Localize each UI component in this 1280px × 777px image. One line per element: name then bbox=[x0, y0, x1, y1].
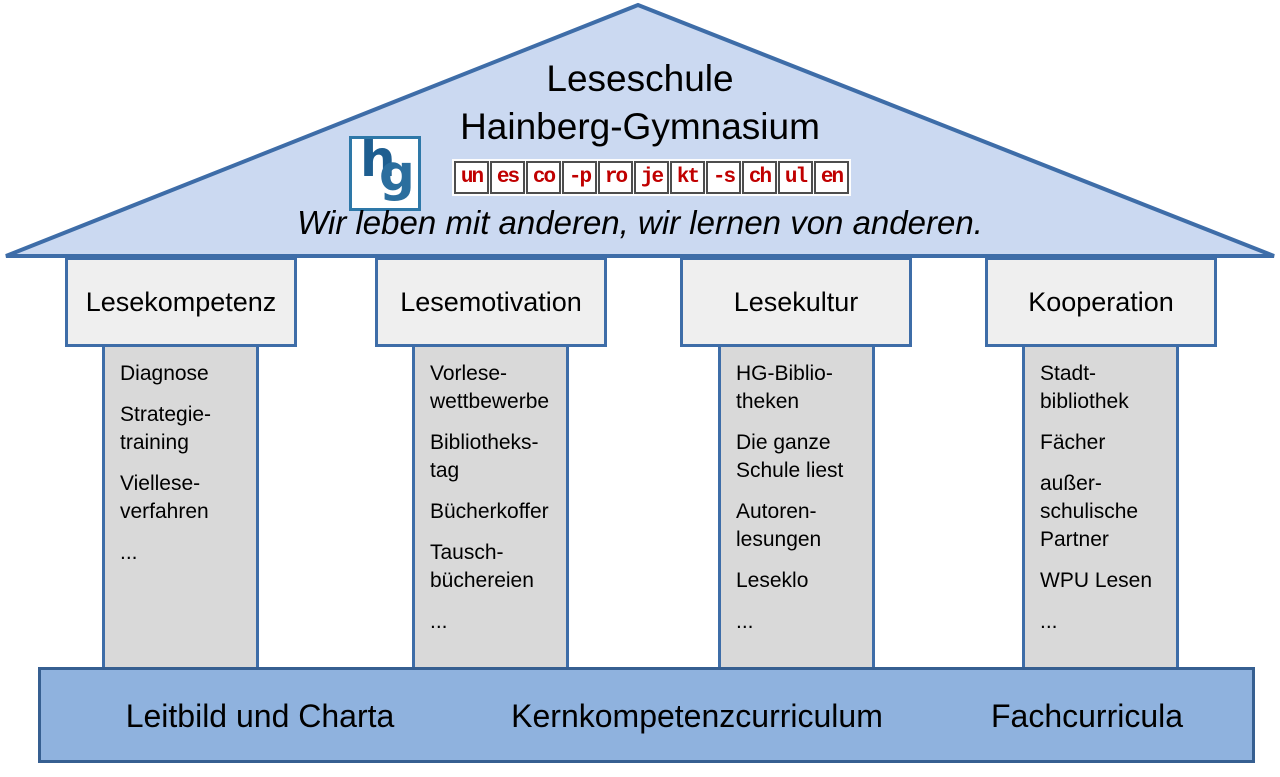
unesco-letter-cell: -s bbox=[706, 161, 741, 194]
base-label: Leitbild und Charta bbox=[125, 698, 395, 734]
pillar-header-label: Lesemotivation bbox=[400, 286, 582, 317]
pillar-header: Kooperation bbox=[985, 257, 1217, 347]
pillar-header-label: Lesekompetenz bbox=[85, 286, 277, 317]
unesco-letter-cell: kt bbox=[670, 161, 705, 194]
unesco-letter-cell: co bbox=[526, 161, 561, 194]
roof-triangle bbox=[5, 2, 1275, 258]
base-bar: Leitbild und Charta Kernkompetenzcurricul… bbox=[38, 667, 1255, 763]
unesco-letter-cell: un bbox=[454, 161, 489, 194]
pillar-item: Leseklo bbox=[736, 569, 809, 592]
unesco-letter-cell: -p bbox=[562, 161, 597, 194]
pillar-item: HG-Biblio- theken bbox=[736, 362, 833, 413]
pillar-item: Fächer bbox=[1040, 431, 1106, 454]
logo-letter-g: g bbox=[379, 144, 415, 202]
pillar-item: Stadt- bibliothek bbox=[1040, 362, 1129, 413]
pillar-item: Bücherkoffer bbox=[430, 500, 549, 523]
pillar-item: Bibliotheks- tag bbox=[430, 431, 539, 482]
pillar-header: Lesemotivation bbox=[375, 257, 607, 347]
pillar-item: Autoren- lesungen bbox=[736, 500, 822, 551]
pillar-item: ... bbox=[120, 541, 138, 564]
pillar-header-label: Kooperation bbox=[1028, 286, 1174, 317]
diagram-title-line1: Leseschule bbox=[546, 58, 734, 99]
pillar-item: Diagnose bbox=[120, 362, 209, 385]
unesco-letter-cell: je bbox=[634, 161, 669, 194]
pillar-item: Die ganze Schule liest bbox=[736, 431, 844, 482]
motto-text: Wir leben mit anderen, wir lernen von an… bbox=[297, 204, 983, 241]
base-label: Fachcurricula bbox=[990, 698, 1184, 734]
unesco-letter-cell: en bbox=[814, 161, 849, 194]
pillar-item: WPU Lesen bbox=[1040, 569, 1153, 592]
unesco-letter-cell: ro bbox=[598, 161, 633, 194]
pillar-item: ... bbox=[430, 610, 448, 633]
pillar-item: Viellese- verfahren bbox=[120, 472, 209, 523]
pillar-item: Strategie- training bbox=[120, 403, 212, 454]
pillar-header: Lesekompetenz bbox=[65, 257, 297, 347]
diagram-title-line2: Hainberg-Gymnasium bbox=[460, 106, 820, 147]
unesco-letter-cell: ch bbox=[742, 161, 777, 194]
unesco-letter-cell: ul bbox=[778, 161, 813, 194]
logo-letter-h: h bbox=[360, 136, 396, 188]
pillar-header: Lesekultur bbox=[680, 257, 912, 347]
pillar-item: Vorlese- wettbewerbe bbox=[430, 362, 550, 413]
hg-school-logo: h g bbox=[349, 136, 421, 211]
pillar-item: ... bbox=[736, 610, 754, 633]
pillar-item: Tausch- büchereien bbox=[430, 541, 534, 592]
base-label: Kernkompetenzcurriculum bbox=[511, 698, 883, 734]
unesco-letter-cell: es bbox=[490, 161, 525, 194]
pillar-item: außer- schulische Partner bbox=[1040, 472, 1139, 551]
pillar-header-label: Lesekultur bbox=[733, 286, 859, 317]
pillar-item: ... bbox=[1040, 610, 1058, 633]
